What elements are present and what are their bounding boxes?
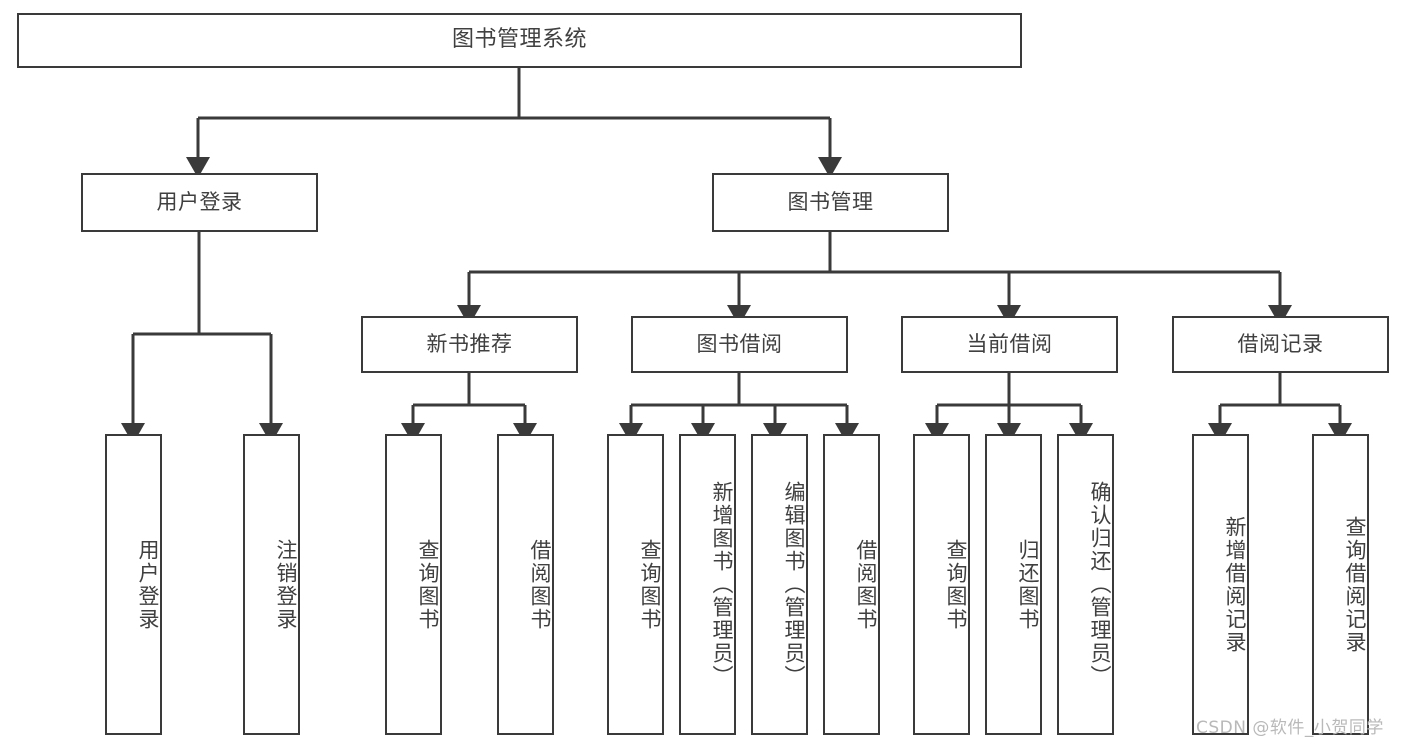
leaf-user-login[interactable]: 用户登录 [105,434,162,735]
node-book-manage[interactable]: 图书管理 [712,173,949,232]
node-user-login[interactable]: 用户登录 [81,173,318,232]
leaf-query-book-recommend[interactable]: 查询图书 [385,434,442,735]
leaf-borrow-book-recommend[interactable]: 借阅图书 [497,434,554,735]
leaf-borrow-book[interactable]: 借阅图书 [823,434,880,735]
node-root[interactable]: 图书管理系统 [17,13,1022,68]
leaf-add-borrow-record[interactable]: 新增借阅记录 [1192,434,1249,735]
leaf-query-borrow-record[interactable]: 查询借阅记录 [1312,434,1369,735]
leaf-add-book[interactable]: 新增图书（管理员） [679,434,736,735]
leaf-query-book-current[interactable]: 查询图书 [913,434,970,735]
leaf-logout-login[interactable]: 注销登录 [243,434,300,735]
node-new-book-recommend[interactable]: 新书推荐 [361,316,578,373]
node-borrow-record[interactable]: 借阅记录 [1172,316,1389,373]
leaf-edit-book[interactable]: 编辑图书（管理员） [751,434,808,735]
node-book-borrow[interactable]: 图书借阅 [631,316,848,373]
node-current-borrow[interactable]: 当前借阅 [901,316,1118,373]
csdn-watermark: CSDN @软件_小贺同学 [1196,718,1384,738]
leaf-confirm-return[interactable]: 确认归还（管理员） [1057,434,1114,735]
leaf-return-book[interactable]: 归还图书 [985,434,1042,735]
leaf-query-book-borrow[interactable]: 查询图书 [607,434,664,735]
